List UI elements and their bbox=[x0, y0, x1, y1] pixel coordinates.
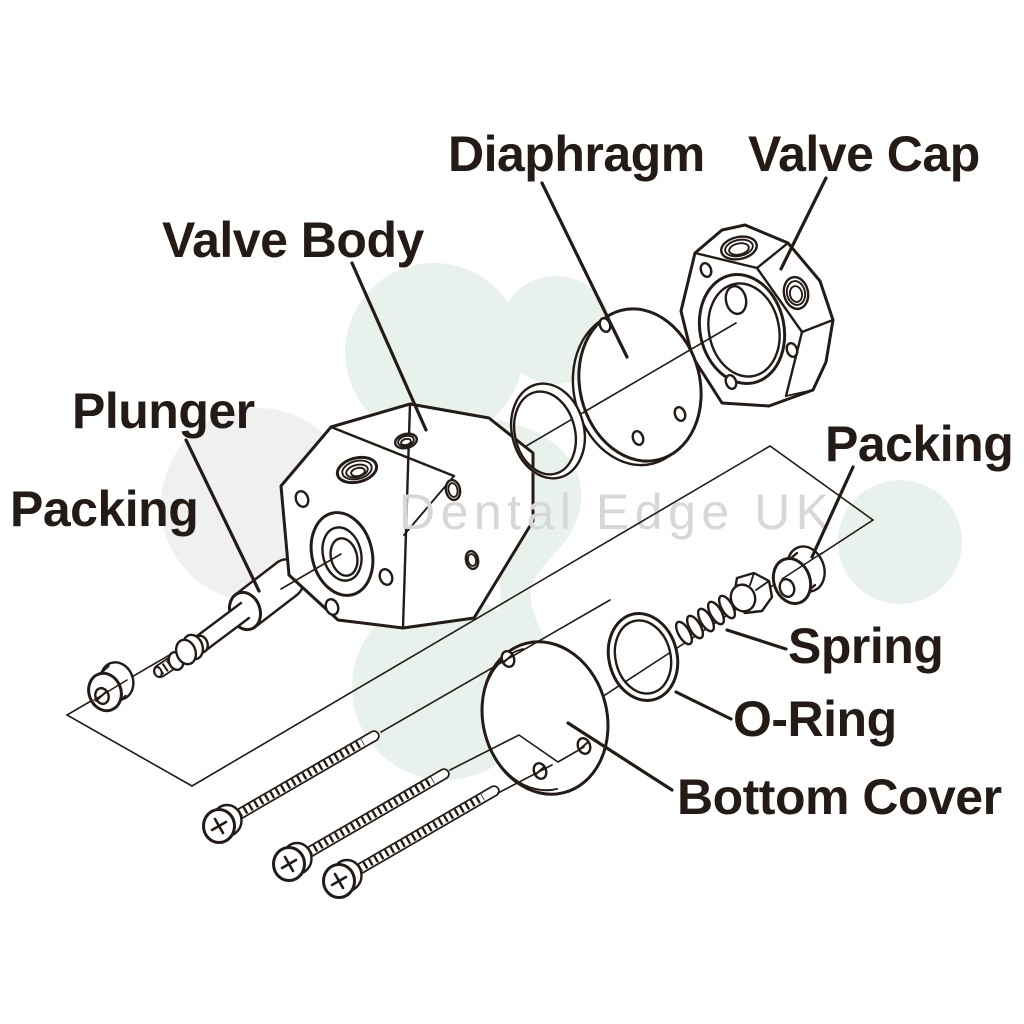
plunger-stem-side bbox=[197, 603, 249, 651]
axis-over-diaphragm bbox=[583, 322, 737, 413]
label-packing-right: Packing bbox=[825, 416, 1013, 472]
blob-green-right bbox=[838, 480, 962, 604]
watermark-text: Dental Edge UK bbox=[399, 484, 835, 540]
bottom-cover-thickness-edge bbox=[481, 648, 558, 792]
plunger-stem-top-edge bbox=[195, 601, 243, 638]
diaphragm-disc bbox=[577, 307, 703, 463]
spring-coil bbox=[696, 607, 716, 633]
gasket-outer bbox=[509, 382, 587, 480]
valve-body-side-hole-ring bbox=[447, 482, 459, 498]
part-plunger bbox=[153, 558, 305, 678]
label-o-ring: O-Ring bbox=[733, 691, 897, 747]
leader-o-ring bbox=[674, 690, 733, 721]
valve-body-flange-hole bbox=[378, 568, 394, 586]
valve-body-side-hole-ring bbox=[466, 553, 478, 567]
label-valve-cap: Valve Cap bbox=[748, 126, 980, 182]
valve-cap-side-thread-ring bbox=[788, 285, 804, 303]
leader-lines bbox=[184, 176, 855, 792]
leader-bottom-cover bbox=[566, 721, 674, 792]
valve-plug-dome bbox=[729, 583, 757, 613]
part-valve-body bbox=[279, 402, 535, 630]
valve-body-small-hole-ring bbox=[397, 434, 415, 448]
valve-body-top-edge bbox=[329, 425, 456, 478]
valve-cap-edge bbox=[755, 241, 790, 270]
valve-cap-top-thread-ring bbox=[728, 242, 750, 256]
axis-over-flange bbox=[280, 553, 342, 590]
diaphragm-hole bbox=[631, 430, 645, 446]
label-packing-left: Packing bbox=[10, 481, 198, 537]
valve-cap-side-thread-ring bbox=[785, 280, 807, 306]
screw1-axis-line bbox=[380, 599, 611, 733]
part-spring bbox=[674, 594, 737, 646]
part-bottom-cover bbox=[480, 640, 610, 796]
screw-3 bbox=[324, 791, 495, 898]
label-plunger: Plunger bbox=[72, 383, 255, 439]
diaphragm-hole bbox=[673, 406, 687, 422]
valve-cap-screw-hole bbox=[699, 262, 713, 278]
valve-body-top-thread-ring bbox=[350, 466, 366, 478]
leader-packing-right bbox=[810, 465, 855, 559]
axis-over-packing-right bbox=[781, 552, 823, 580]
valve-body-small-hole-ring bbox=[400, 437, 412, 447]
leader-valve-cap bbox=[779, 176, 828, 271]
leader-plunger bbox=[184, 438, 261, 593]
valve-body-flange-hole bbox=[324, 598, 340, 616]
valve-cap-edge bbox=[755, 266, 804, 334]
plunger-tip bbox=[153, 666, 163, 678]
part-packing-left bbox=[87, 661, 135, 713]
part-labels: Diaphragm Valve Cap Valve Body Plunger P… bbox=[10, 126, 1014, 825]
valve-cap-recess-inner bbox=[707, 282, 781, 378]
valve-cap-top-thread-ring bbox=[724, 238, 754, 258]
o-ring-outer bbox=[606, 612, 680, 702]
blob-green-top bbox=[345, 263, 523, 441]
valve-cap-edge bbox=[800, 318, 835, 334]
part-packing-right bbox=[771, 545, 826, 605]
gasket-inner bbox=[512, 390, 578, 476]
spring-coil bbox=[674, 620, 694, 646]
leader-diaphragm bbox=[540, 181, 629, 359]
axis-over-packing-left bbox=[93, 679, 128, 701]
valve-body-flange-hole bbox=[294, 490, 310, 508]
part-gasket-ring bbox=[509, 381, 587, 481]
valve-cap-port-hole bbox=[724, 284, 748, 316]
plunger-body-bottom-edge bbox=[253, 593, 299, 629]
part-o-ring bbox=[606, 612, 680, 702]
o-ring-inner bbox=[613, 619, 673, 695]
screw2-axis-line bbox=[449, 734, 585, 771]
valve-cap-screw-hole bbox=[724, 374, 738, 390]
valve-cap-edge bbox=[785, 389, 814, 397]
o-ring-band bbox=[608, 613, 678, 701]
label-spring: Spring bbox=[788, 618, 943, 674]
screw3-axis-line bbox=[497, 764, 553, 794]
valve-body-top-thread-ring bbox=[341, 459, 373, 481]
valve-plug-facet bbox=[749, 572, 755, 586]
part-valve-cap bbox=[679, 223, 835, 408]
plunger-body-top-edge bbox=[234, 560, 280, 596]
packing-right-hole bbox=[778, 578, 796, 598]
valve-cap-recess-outer bbox=[697, 272, 787, 386]
valve-cap-edge bbox=[693, 251, 759, 270]
leader-spring bbox=[725, 628, 788, 651]
plunger-stem-bottom-edge bbox=[203, 616, 251, 653]
spring-coil bbox=[685, 614, 705, 640]
valve-plug-facet bbox=[755, 580, 770, 591]
part-valve-plug bbox=[729, 571, 774, 615]
plunger-collar bbox=[174, 638, 198, 666]
label-valve-body: Valve Body bbox=[162, 212, 424, 268]
label-bottom-cover: Bottom Cover bbox=[677, 769, 1002, 825]
valve-cap-edge bbox=[784, 330, 804, 398]
label-diaphragm: Diaphragm bbox=[448, 126, 705, 182]
leader-valve-body bbox=[350, 261, 428, 432]
valve-body-bore-rim bbox=[321, 526, 363, 582]
valve-cap-screw-hole bbox=[785, 342, 799, 358]
